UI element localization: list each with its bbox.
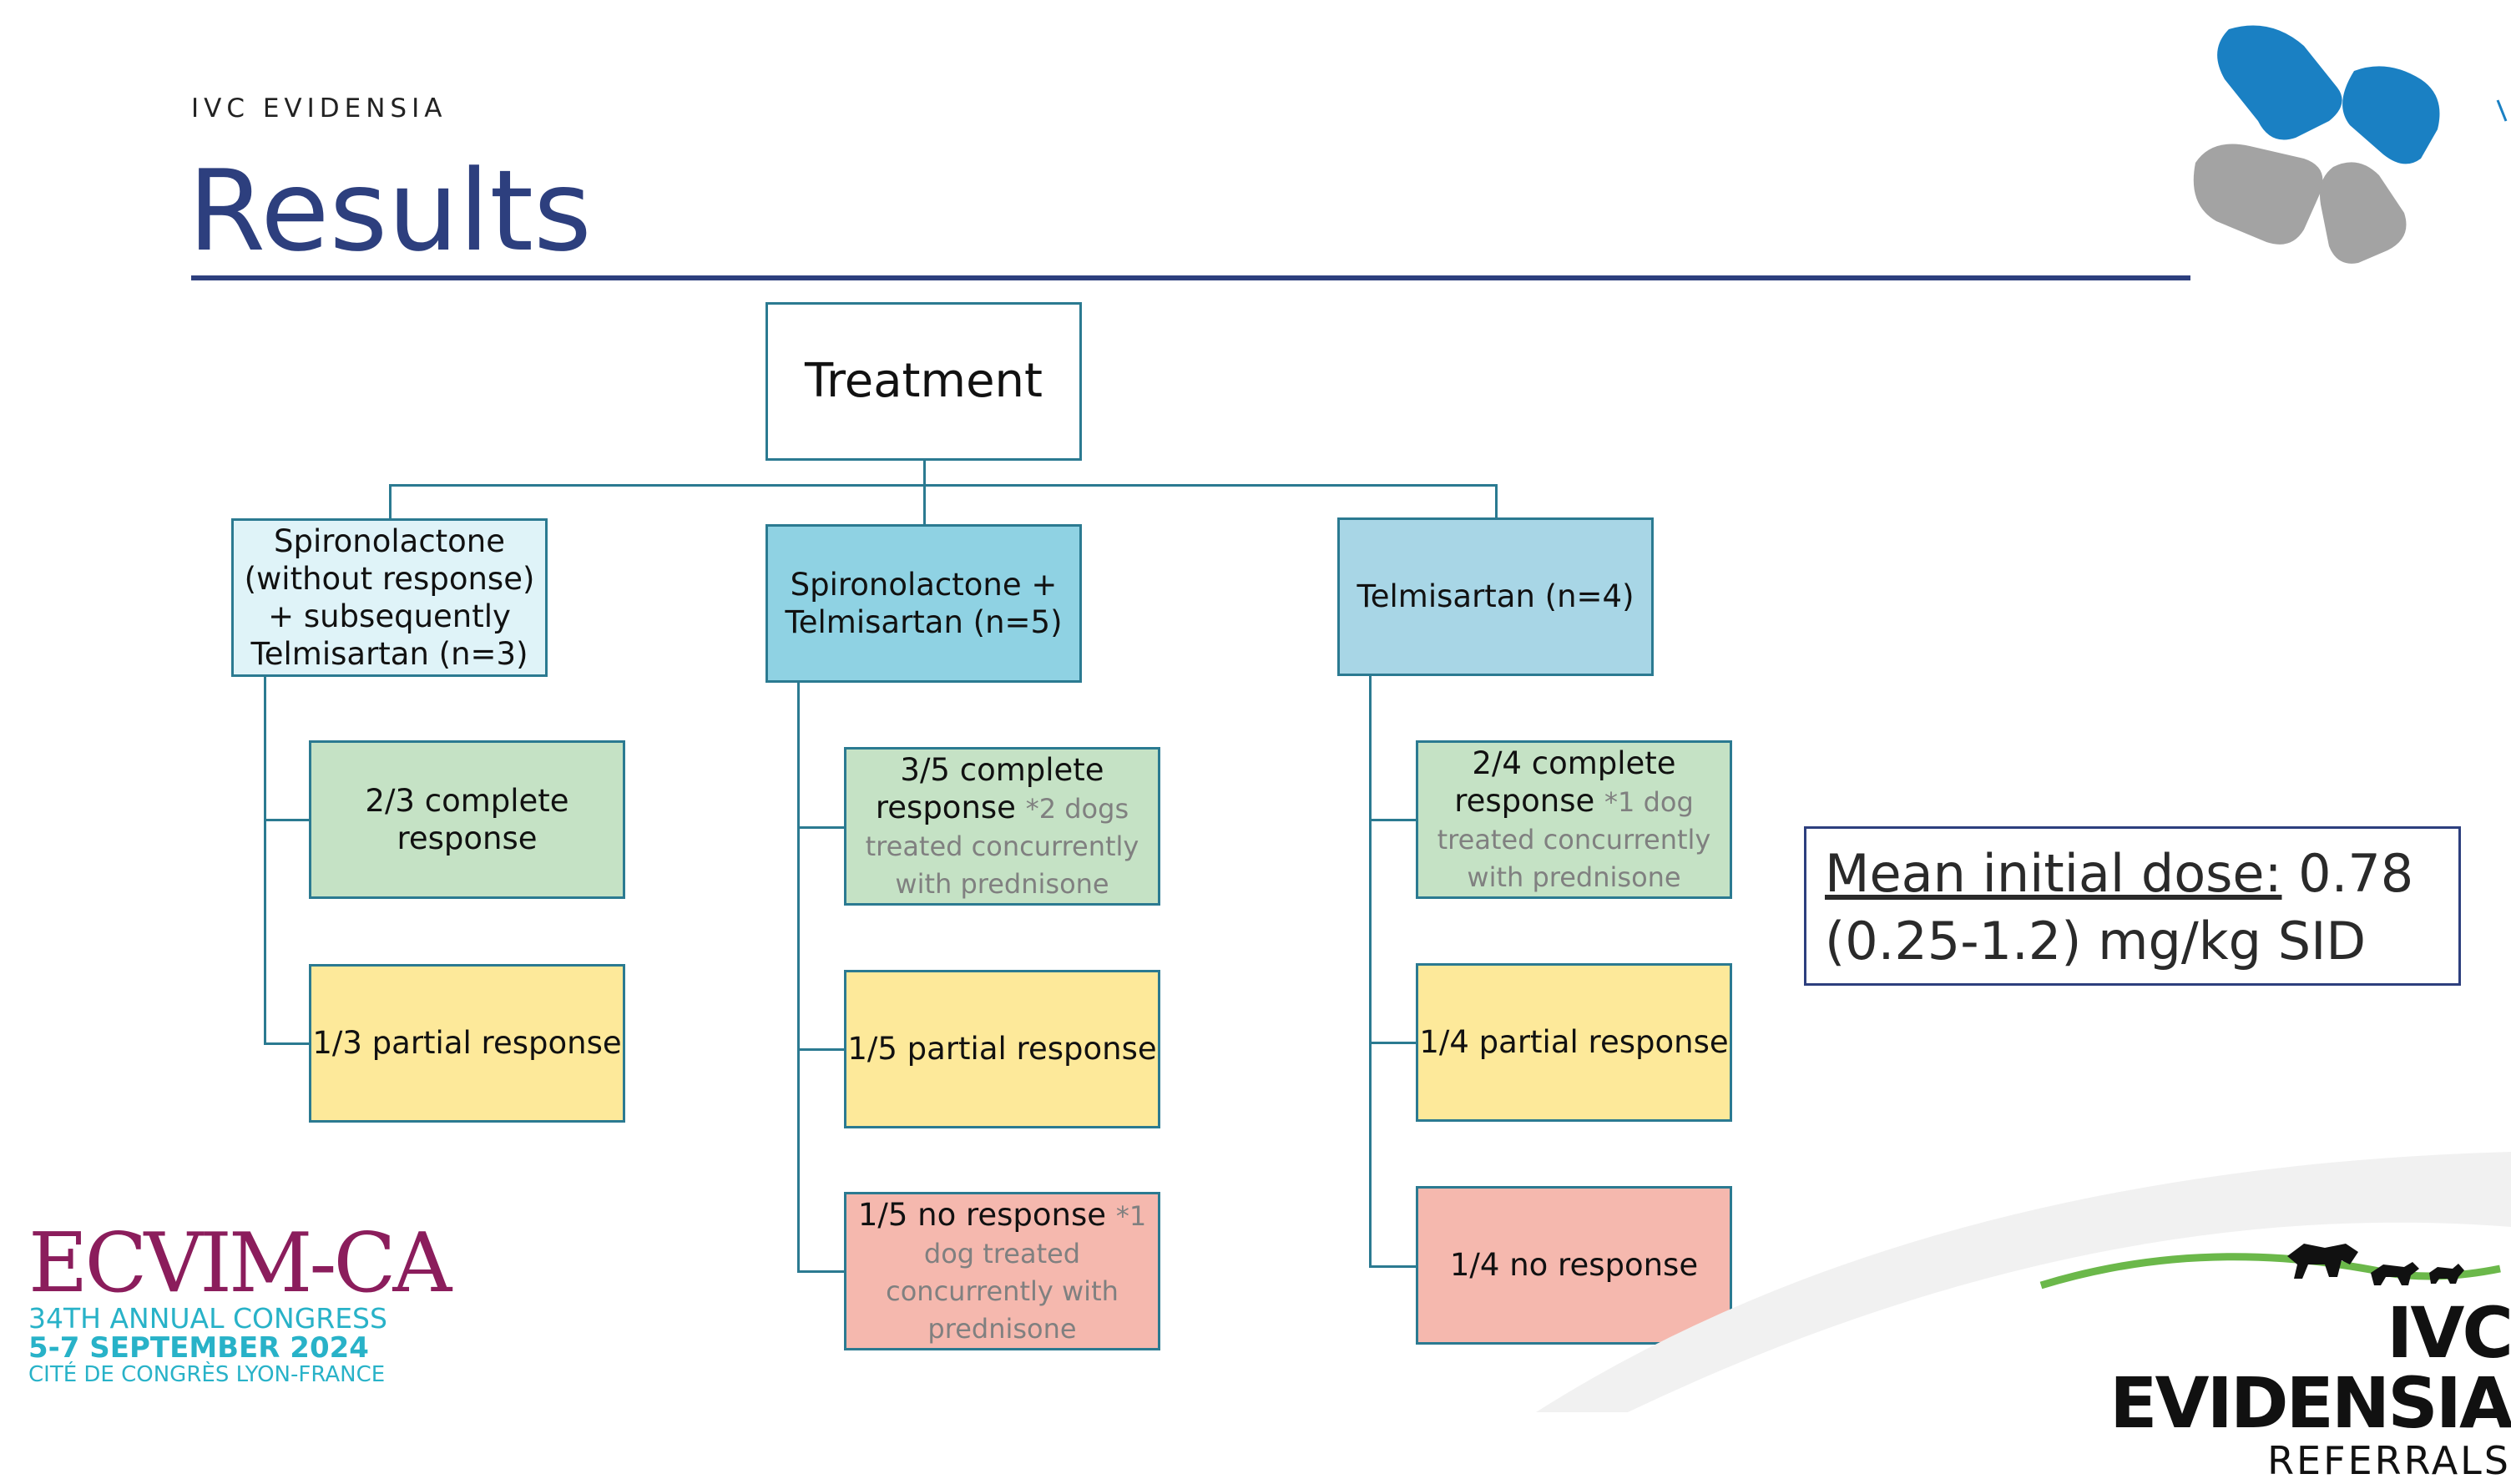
outcome-label: 1/4 partial response bbox=[1419, 1024, 1729, 1061]
outcome-complete-response: 2/3 complete response bbox=[309, 740, 625, 899]
branch-label-line: (without response) bbox=[244, 560, 535, 597]
outcome-no-response: 1/5 no response *1 dog treated concurren… bbox=[844, 1192, 1160, 1350]
connector bbox=[797, 681, 800, 1273]
congress-edition: 34TH ANNUAL CONGRESS bbox=[28, 1302, 387, 1335]
congress-venue: CITÉ DE CONGRÈS LYON-FRANCE bbox=[28, 1362, 386, 1388]
connector bbox=[264, 819, 310, 821]
outcome-label: 1/5 partial response bbox=[847, 1031, 1157, 1068]
connector bbox=[389, 484, 1497, 487]
branch-node-spironolactone-plus-telmisartan: Spironolactone + Telmisartan (n=5) bbox=[765, 524, 1082, 683]
ivc-logo-sub: REFERRALS bbox=[2267, 1438, 2511, 1483]
branch-label-line: Telmisartan (n=3) bbox=[250, 636, 528, 673]
connector bbox=[797, 1270, 845, 1273]
tree-root-node: Treatment bbox=[765, 302, 1082, 461]
mean-dose-label: Mean initial dose: bbox=[1825, 843, 2282, 904]
outcome-partial-response: 1/4 partial response bbox=[1416, 963, 1732, 1122]
connector bbox=[1369, 819, 1417, 821]
branch-label-line: + subsequently bbox=[268, 598, 511, 634]
connector bbox=[1369, 675, 1372, 1268]
connector bbox=[1369, 1265, 1417, 1268]
outcome-note: *2 dogs treated concurrently with predni… bbox=[865, 792, 1139, 901]
paw-logo-icon bbox=[2193, 25, 2508, 264]
outcome-no-response: 1/4 no response bbox=[1416, 1186, 1732, 1345]
outcome-partial-response: 1/3 partial response bbox=[309, 964, 625, 1123]
outcome-label: 2/4 complete response bbox=[1454, 745, 1676, 819]
outcome-label: 2/3 complete response bbox=[365, 782, 569, 856]
tree-root-label: Treatment bbox=[805, 353, 1043, 408]
page-title: Results bbox=[188, 146, 592, 276]
connector bbox=[797, 1048, 845, 1051]
outcome-label: 1/3 partial response bbox=[312, 1025, 622, 1062]
branch-label-line: Telmisartan (n=4) bbox=[1357, 578, 1634, 615]
outcome-partial-response: 1/5 partial response bbox=[844, 970, 1160, 1128]
ivc-logo-main: IVC EVIDENSIA bbox=[2109, 1292, 2511, 1444]
congress-dates: 5-7 SEPTEMBER 2024 bbox=[28, 1330, 369, 1365]
branch-label-line: Spironolactone bbox=[273, 522, 506, 559]
connector bbox=[1369, 1042, 1417, 1044]
ivc-evidensia-referrals-logo: IVC EVIDENSIA REFERRALS bbox=[2029, 1298, 2511, 1484]
mean-dose-value: 0.78 (0.25-1.2) mg/kg SID bbox=[1825, 843, 2414, 972]
connector bbox=[389, 484, 392, 521]
outcome-label: 1/4 no response bbox=[1449, 1247, 1699, 1284]
outcome-note: *1 dog treated concurrently with prednis… bbox=[1437, 785, 1711, 894]
decorative-swoosh bbox=[1536, 1152, 2511, 1412]
branch-label-line: Telmisartan (n=5) bbox=[785, 604, 1063, 640]
branch-label-line: Spironolactone + bbox=[790, 566, 1058, 603]
connector bbox=[264, 1042, 310, 1045]
title-divider bbox=[191, 275, 2190, 280]
connector bbox=[1495, 484, 1498, 517]
outcome-complete-response: 3/5 complete response *2 dogs treated co… bbox=[844, 747, 1160, 906]
mean-dose-callout: Mean initial dose: 0.78 (0.25-1.2) mg/kg… bbox=[1804, 826, 2461, 986]
connector bbox=[923, 461, 926, 525]
connector bbox=[797, 826, 845, 829]
congress-name: ECVIM-CA bbox=[28, 1216, 452, 1311]
outcome-label: 3/5 complete response bbox=[875, 751, 1104, 825]
outcome-label: 1/5 no response bbox=[857, 1196, 1107, 1233]
brand-label: IVC EVIDENSIA bbox=[191, 93, 447, 124]
connector bbox=[264, 675, 266, 1045]
horse-dog-cat-icon bbox=[2039, 1244, 2501, 1290]
outcome-note: *1 dog treated concurrently with prednis… bbox=[886, 1199, 1147, 1345]
branch-node-spironolactone-then-telmisartan: Spironolactone (without response) + subs… bbox=[231, 518, 548, 677]
outcome-complete-response: 2/4 complete response *1 dog treated con… bbox=[1416, 740, 1732, 899]
branch-node-telmisartan: Telmisartan (n=4) bbox=[1337, 517, 1654, 676]
ecvim-congress-logo: ECVIM-CA 34TH ANNUAL CONGRESS 5-7 SEPTEM… bbox=[28, 1216, 452, 1388]
